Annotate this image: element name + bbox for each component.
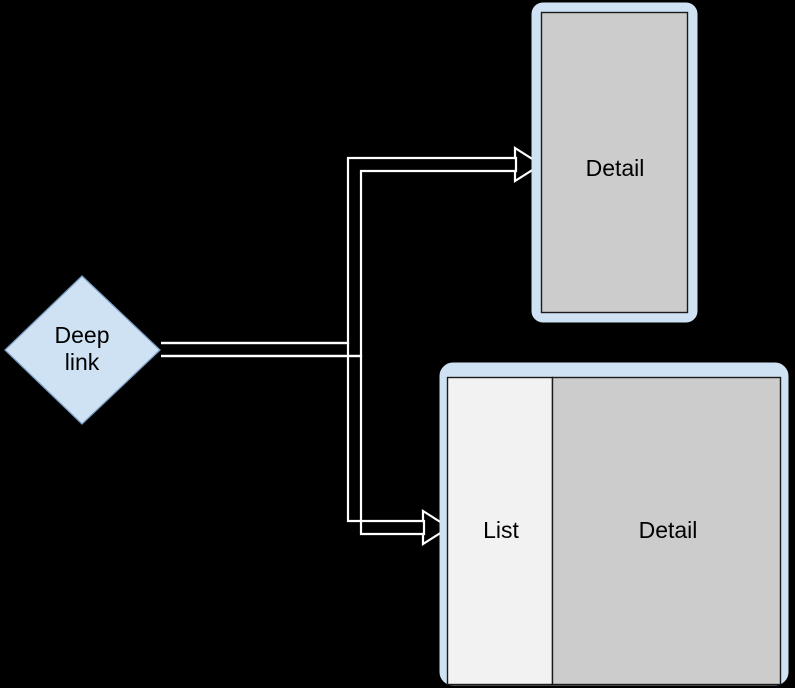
node-split-view[interactable] [439, 362, 789, 686]
list-pane[interactable] [446, 376, 554, 686]
node-top-detail[interactable] [531, 2, 698, 323]
split-detail-pane[interactable] [551, 376, 782, 686]
edge-deeplink-to-detail[interactable] [161, 145, 544, 358]
node-deep-link[interactable] [4, 275, 161, 425]
top-detail-pane [540, 11, 689, 314]
edge-deeplink-to-split-view[interactable] [161, 341, 452, 547]
